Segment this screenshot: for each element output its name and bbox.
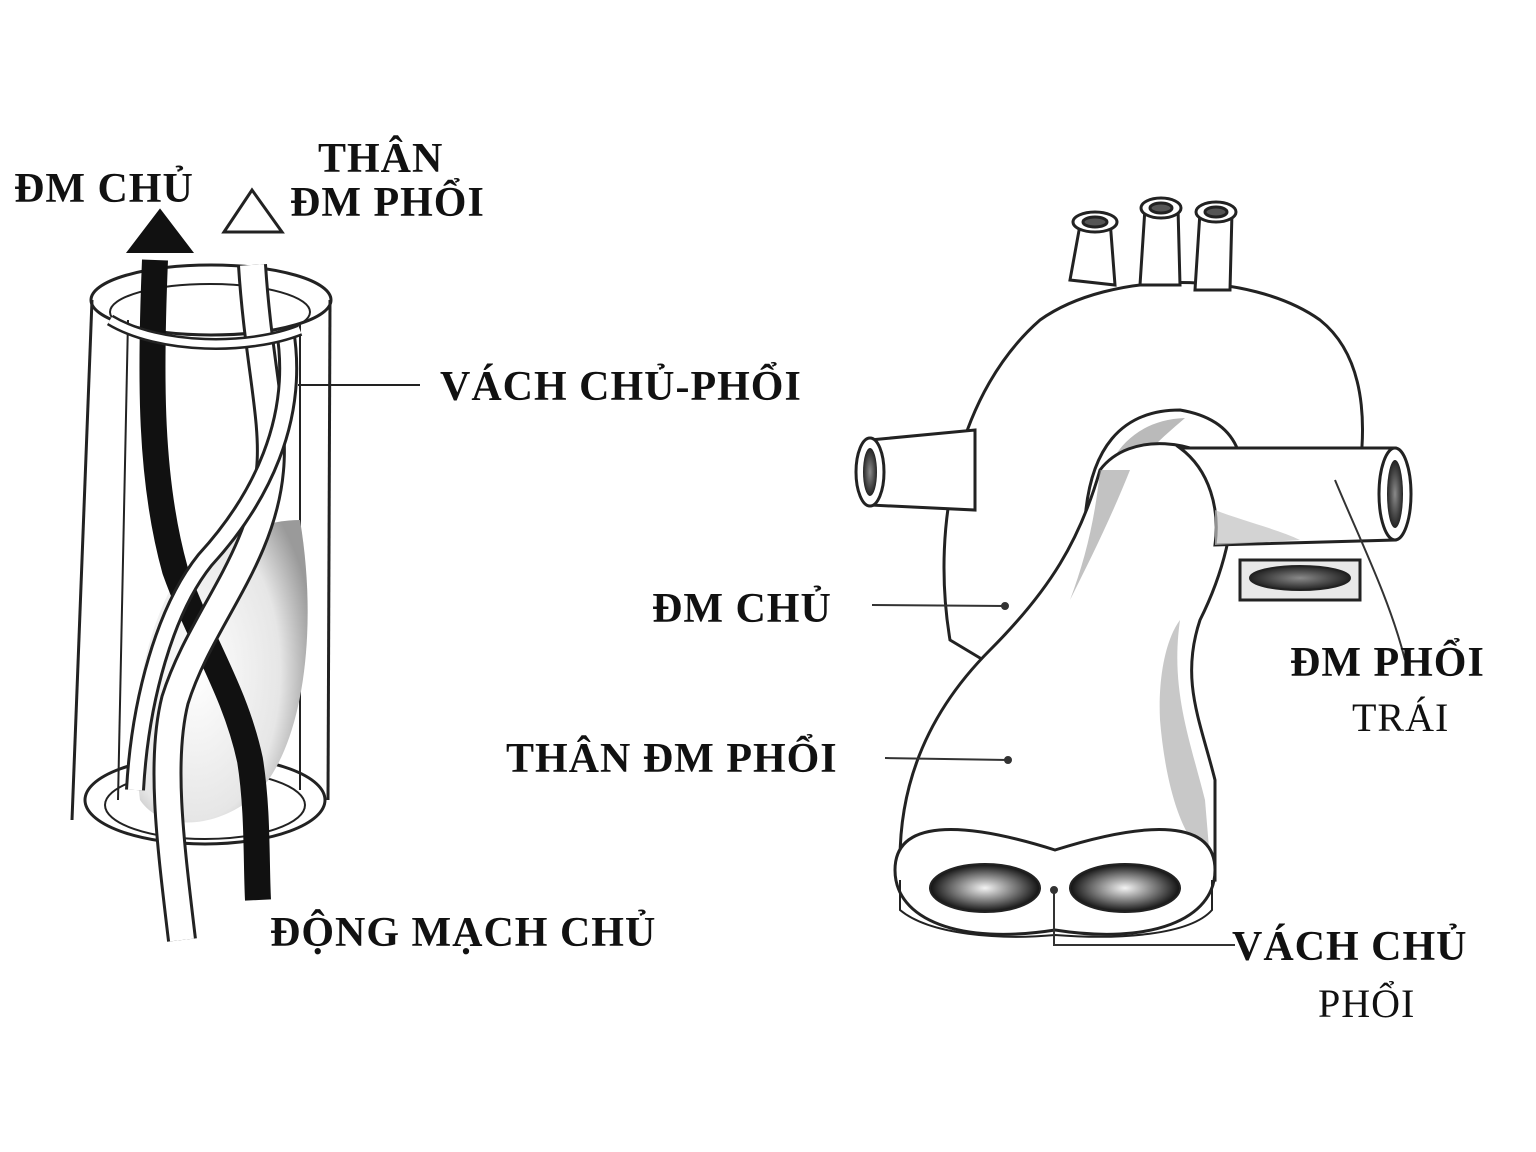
trunk-shadow bbox=[1159, 620, 1210, 860]
label-septum-right-line1: VÁCH CHỦ bbox=[1232, 924, 1468, 970]
cross-section bbox=[893, 828, 1217, 938]
septum-top-band-fill bbox=[108, 316, 302, 348]
label-trunk-line1: THÂN bbox=[318, 136, 444, 182]
pulmonary-stream bbox=[155, 264, 283, 942]
label-septum-right-line2: PHỔI bbox=[1318, 981, 1416, 1026]
label-septum-left: VÁCH CHỦ-PHỔI bbox=[440, 364, 802, 410]
label-aorta-arrow: ĐM CHỦ bbox=[14, 166, 194, 212]
aorta-lumen bbox=[929, 863, 1041, 913]
spiral-septum bbox=[128, 328, 296, 791]
pulmonary-trunk-body bbox=[898, 442, 1235, 882]
label-trunk-right: THÂN ĐM PHỔI bbox=[506, 736, 838, 782]
label-trunk-line2: ĐM PHỔI bbox=[290, 180, 485, 226]
label-aorta-right: ĐM CHỦ bbox=[652, 586, 832, 632]
aorta-arrowhead bbox=[125, 208, 195, 253]
label-left-pulmonary-line1: ĐM PHỔI bbox=[1290, 640, 1485, 686]
trunk-fold-shadow bbox=[1070, 470, 1130, 600]
left-pulmonary-artery bbox=[1175, 446, 1413, 547]
right-leader-lines bbox=[871, 479, 1406, 946]
arch-branches bbox=[1068, 196, 1238, 292]
pulmonary-lumen bbox=[1069, 863, 1181, 913]
label-bottom-aorta: ĐỘNG MẠCH CHỦ bbox=[270, 910, 657, 956]
left-pulmonary-lower-branch bbox=[1238, 558, 1362, 602]
right-pulmonary-artery bbox=[854, 428, 977, 512]
label-left-pulmonary-line2: TRÁI bbox=[1352, 695, 1450, 740]
pulmonary-arrowhead bbox=[221, 187, 285, 234]
